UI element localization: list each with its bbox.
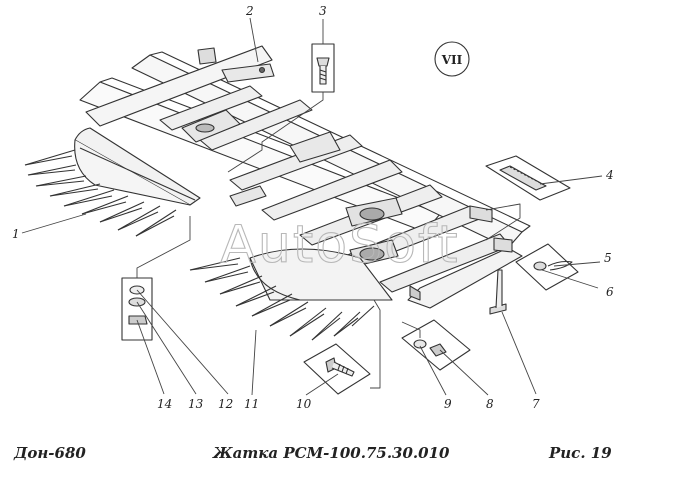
view-mark: VII: [434, 41, 470, 77]
callout-8: 8: [486, 397, 494, 411]
figure-number: Рис. 19: [549, 444, 612, 462]
connector-lines: [136, 92, 521, 389]
pin-4: [485, 155, 571, 201]
callout-10: 10: [296, 397, 312, 411]
mounting-plates: [181, 47, 513, 301]
callout-3: 3: [319, 4, 327, 18]
callout-4: 4: [605, 168, 614, 182]
callout-6: 6: [606, 285, 614, 299]
callout-5: 5: [604, 251, 612, 265]
callout-13: 13: [188, 397, 204, 411]
washer-cotter-5-6: [515, 243, 579, 291]
view-mark-text: VII: [441, 53, 463, 67]
callout-7: 7: [532, 397, 540, 411]
callout-labels: 1 2 3 4 5 6 7 8 9 10 11 12 13 14: [12, 4, 614, 411]
watermark: AutoSoft: [220, 215, 459, 275]
bolt-10: [303, 343, 371, 395]
cutter-bar-upper: [24, 127, 201, 237]
fastener-set-12-13-14: [121, 277, 153, 341]
callout-12: 12: [218, 397, 233, 411]
callout-9: 9: [444, 397, 452, 411]
callout-2: 2: [245, 4, 254, 18]
leader-lines: [21, 17, 603, 396]
nut-washer-8-9: [401, 319, 471, 371]
cutter-bar-lower: [189, 248, 393, 341]
bolt-7: [489, 269, 507, 315]
callout-14: 14: [157, 397, 172, 411]
bolt-3: [311, 43, 335, 93]
assembly-caption: Жатка РСМ-100.75.30.010: [213, 444, 450, 462]
callout-1: 1: [12, 227, 20, 241]
model-name: Дон-680: [14, 444, 86, 462]
callout-11: 11: [244, 397, 259, 411]
